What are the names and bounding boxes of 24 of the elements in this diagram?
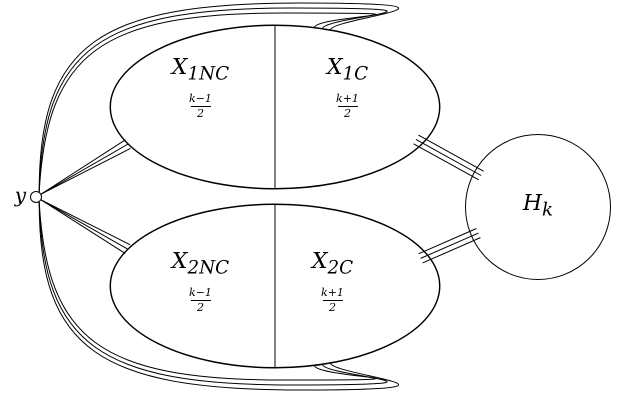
fraction-denominator: 2 <box>329 302 336 314</box>
ellipse-half <box>275 204 440 368</box>
ellipse <box>110 204 440 368</box>
ellipse-half <box>275 25 440 189</box>
edge-line <box>422 237 481 264</box>
fraction-numerator: k+1 <box>336 93 359 106</box>
fraction-denominator: 2 <box>344 108 351 120</box>
vertex-label: y <box>14 182 26 208</box>
ellipse <box>110 25 440 189</box>
fraction-denominator: 2 <box>197 108 204 120</box>
set-label: X$_{2NC}$ <box>172 249 230 280</box>
fraction-denominator: 2 <box>197 302 204 314</box>
set-label: H$_{k}$ <box>522 191 554 222</box>
ellipse-half <box>110 204 275 368</box>
fraction-numerator: k+1 <box>321 287 344 300</box>
fraction-numerator: k−1 <box>189 287 212 300</box>
edge-line <box>420 232 479 259</box>
set-label: X$_{1C}$ <box>326 55 368 86</box>
edge-line <box>418 228 477 254</box>
circle-node <box>465 134 611 280</box>
set-label: X$_{2C}$ <box>312 249 354 280</box>
fraction-numerator: k−1 <box>189 93 212 106</box>
ellipse-half <box>110 25 275 189</box>
set-label: X$_{1NC}$ <box>172 55 230 86</box>
